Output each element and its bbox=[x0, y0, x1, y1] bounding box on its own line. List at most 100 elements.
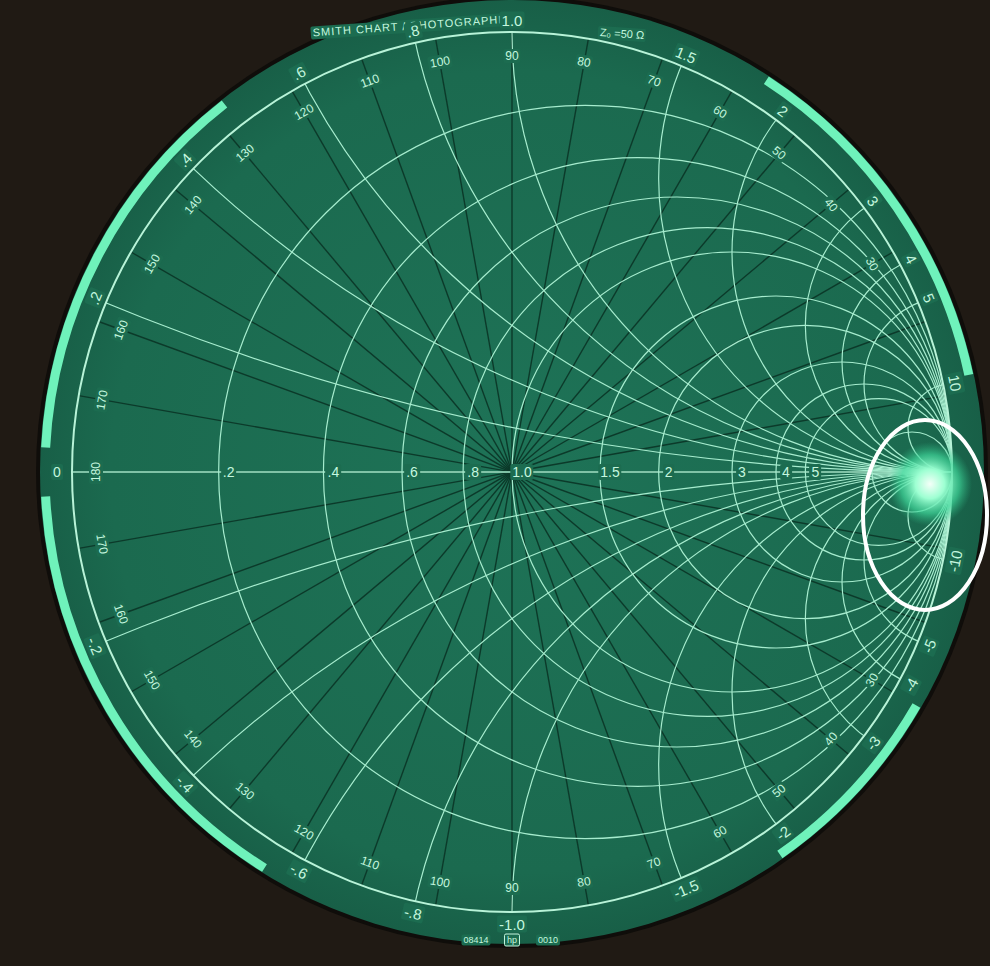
chart-scale-label: .4 bbox=[326, 464, 342, 480]
chart-scale-label: 0 bbox=[51, 464, 63, 480]
chart-scale-label: 1.0 bbox=[510, 464, 533, 480]
angle-line bbox=[436, 472, 512, 905]
chart-scale-label: .2 bbox=[84, 287, 106, 309]
chart-scale-label: 140 bbox=[180, 726, 206, 753]
chart-scale-label: -.8 bbox=[400, 902, 425, 923]
reactance-arc bbox=[732, 472, 990, 912]
bezel-marker bbox=[766, 80, 968, 375]
chart-scale-label: Z₀ =50 Ω bbox=[597, 26, 646, 42]
chart-scale-label: 4 bbox=[780, 464, 792, 480]
chart-scale-label: 4 bbox=[900, 250, 921, 269]
reactance-arc bbox=[0, 0, 990, 472]
chart-scale-label: 160 bbox=[110, 316, 131, 343]
angle-line bbox=[99, 322, 512, 472]
angle-lines bbox=[72, 32, 952, 912]
reactance-arc bbox=[842, 252, 990, 472]
chart-scale-label: .8 bbox=[465, 464, 481, 480]
chart-scale-label: .4 bbox=[173, 148, 197, 172]
chart-scale-label: .6 bbox=[404, 464, 420, 480]
chart-scale-label: .2 bbox=[221, 464, 237, 480]
angle-line bbox=[79, 396, 512, 472]
chart-scale-label: 08414 bbox=[461, 935, 490, 946]
chart-scale-label: -4 bbox=[899, 673, 922, 696]
bezel-marker bbox=[46, 104, 225, 448]
angle-line bbox=[512, 189, 849, 472]
chart-scale-label: 10 bbox=[945, 371, 966, 395]
chart-scale-label: 30 bbox=[862, 669, 883, 691]
angle-line bbox=[512, 135, 795, 472]
angle-line bbox=[131, 472, 512, 692]
chart-scale-label: -5 bbox=[918, 634, 940, 657]
angle-line bbox=[362, 59, 512, 472]
chart-scale-label: -3 bbox=[861, 731, 885, 755]
chart-scale-label: 90 bbox=[503, 49, 520, 63]
chart-scale-label: 5 bbox=[809, 464, 821, 480]
reactance-arc bbox=[219, 0, 990, 472]
reactance-arc bbox=[732, 32, 990, 472]
bezel-markers bbox=[46, 80, 969, 868]
angle-line bbox=[362, 472, 512, 885]
chart-scale-label: 150 bbox=[140, 250, 164, 278]
chart-scale-label: 70 bbox=[644, 853, 665, 872]
reactance-arc bbox=[512, 0, 990, 472]
reactance-arc bbox=[659, 472, 990, 966]
trace-spot bbox=[888, 442, 972, 526]
reactance-arc bbox=[805, 472, 990, 765]
chart-scale-label: 40 bbox=[820, 728, 842, 750]
reactance-arc bbox=[402, 0, 990, 472]
angle-line bbox=[175, 472, 512, 755]
chart-scale-label: 100 bbox=[427, 873, 453, 891]
chart-scale-label: 80 bbox=[574, 873, 594, 890]
chart-scale-label: 50 bbox=[768, 780, 790, 802]
chart-scale-label: 130 bbox=[231, 140, 258, 166]
chart-scale-label: 60 bbox=[709, 822, 731, 843]
chart-scale-label: 40 bbox=[820, 193, 842, 215]
chart-scale-label: -.4 bbox=[171, 770, 198, 797]
chart-scale-label: 0010 bbox=[536, 935, 560, 946]
chart-scale-label: 150 bbox=[140, 666, 164, 694]
reactance-arc bbox=[402, 472, 990, 966]
chart-scale-label: 100 bbox=[427, 53, 453, 71]
chart-scale-label: 70 bbox=[644, 72, 665, 91]
chart-scale-label: 1.0 bbox=[500, 12, 525, 29]
chart-scale-label: -1.5 bbox=[669, 876, 703, 903]
chart-scale-label: -.2 bbox=[83, 632, 107, 658]
chart-scale-label: 2 bbox=[773, 100, 793, 121]
chart-scale-label: 120 bbox=[290, 100, 318, 124]
angle-line bbox=[512, 322, 925, 472]
chart-scale-label: 170 bbox=[93, 531, 111, 557]
chart-scale-label: .6 bbox=[288, 62, 311, 85]
chart-scale-label: 2 bbox=[663, 464, 675, 480]
chart-scale-label: 60 bbox=[709, 101, 731, 122]
angle-line bbox=[175, 189, 512, 472]
chart-scale-label: 3 bbox=[736, 464, 748, 480]
angle-line bbox=[512, 472, 795, 809]
chart-scale-label: 80 bbox=[574, 54, 594, 71]
crt-screen bbox=[40, 0, 984, 944]
chart-scale-label: 110 bbox=[356, 852, 383, 873]
chart-scale-label: 5 bbox=[919, 289, 939, 307]
reactance-arc bbox=[0, 0, 990, 472]
chart-scale-label: 110 bbox=[356, 71, 383, 92]
reactance-arc bbox=[219, 472, 990, 966]
chart-scale-label: 170 bbox=[93, 387, 111, 413]
chart-scale-label: 1.5 bbox=[671, 42, 700, 67]
angle-line bbox=[512, 472, 849, 755]
reactance-arc bbox=[659, 0, 990, 472]
chart-scale-label: 1.5 bbox=[598, 464, 621, 480]
chart-scale-label: 30 bbox=[862, 253, 883, 275]
chart-scale-label: 3 bbox=[863, 191, 884, 211]
chart-scale-label: -.6 bbox=[286, 858, 313, 883]
outer-circle bbox=[72, 32, 952, 912]
chart-scale-label: 90 bbox=[503, 881, 520, 895]
chart-scale-label: -2 bbox=[771, 821, 795, 845]
highlight-ellipse bbox=[863, 420, 987, 610]
angle-line bbox=[99, 472, 512, 622]
chart-scale-label: 140 bbox=[180, 191, 206, 218]
chart-scale-label: hp bbox=[504, 934, 520, 947]
chart-scale-label: 50 bbox=[768, 142, 790, 164]
chart-scale-label: 180 bbox=[89, 460, 103, 484]
chart-scale-label: 130 bbox=[231, 778, 258, 804]
